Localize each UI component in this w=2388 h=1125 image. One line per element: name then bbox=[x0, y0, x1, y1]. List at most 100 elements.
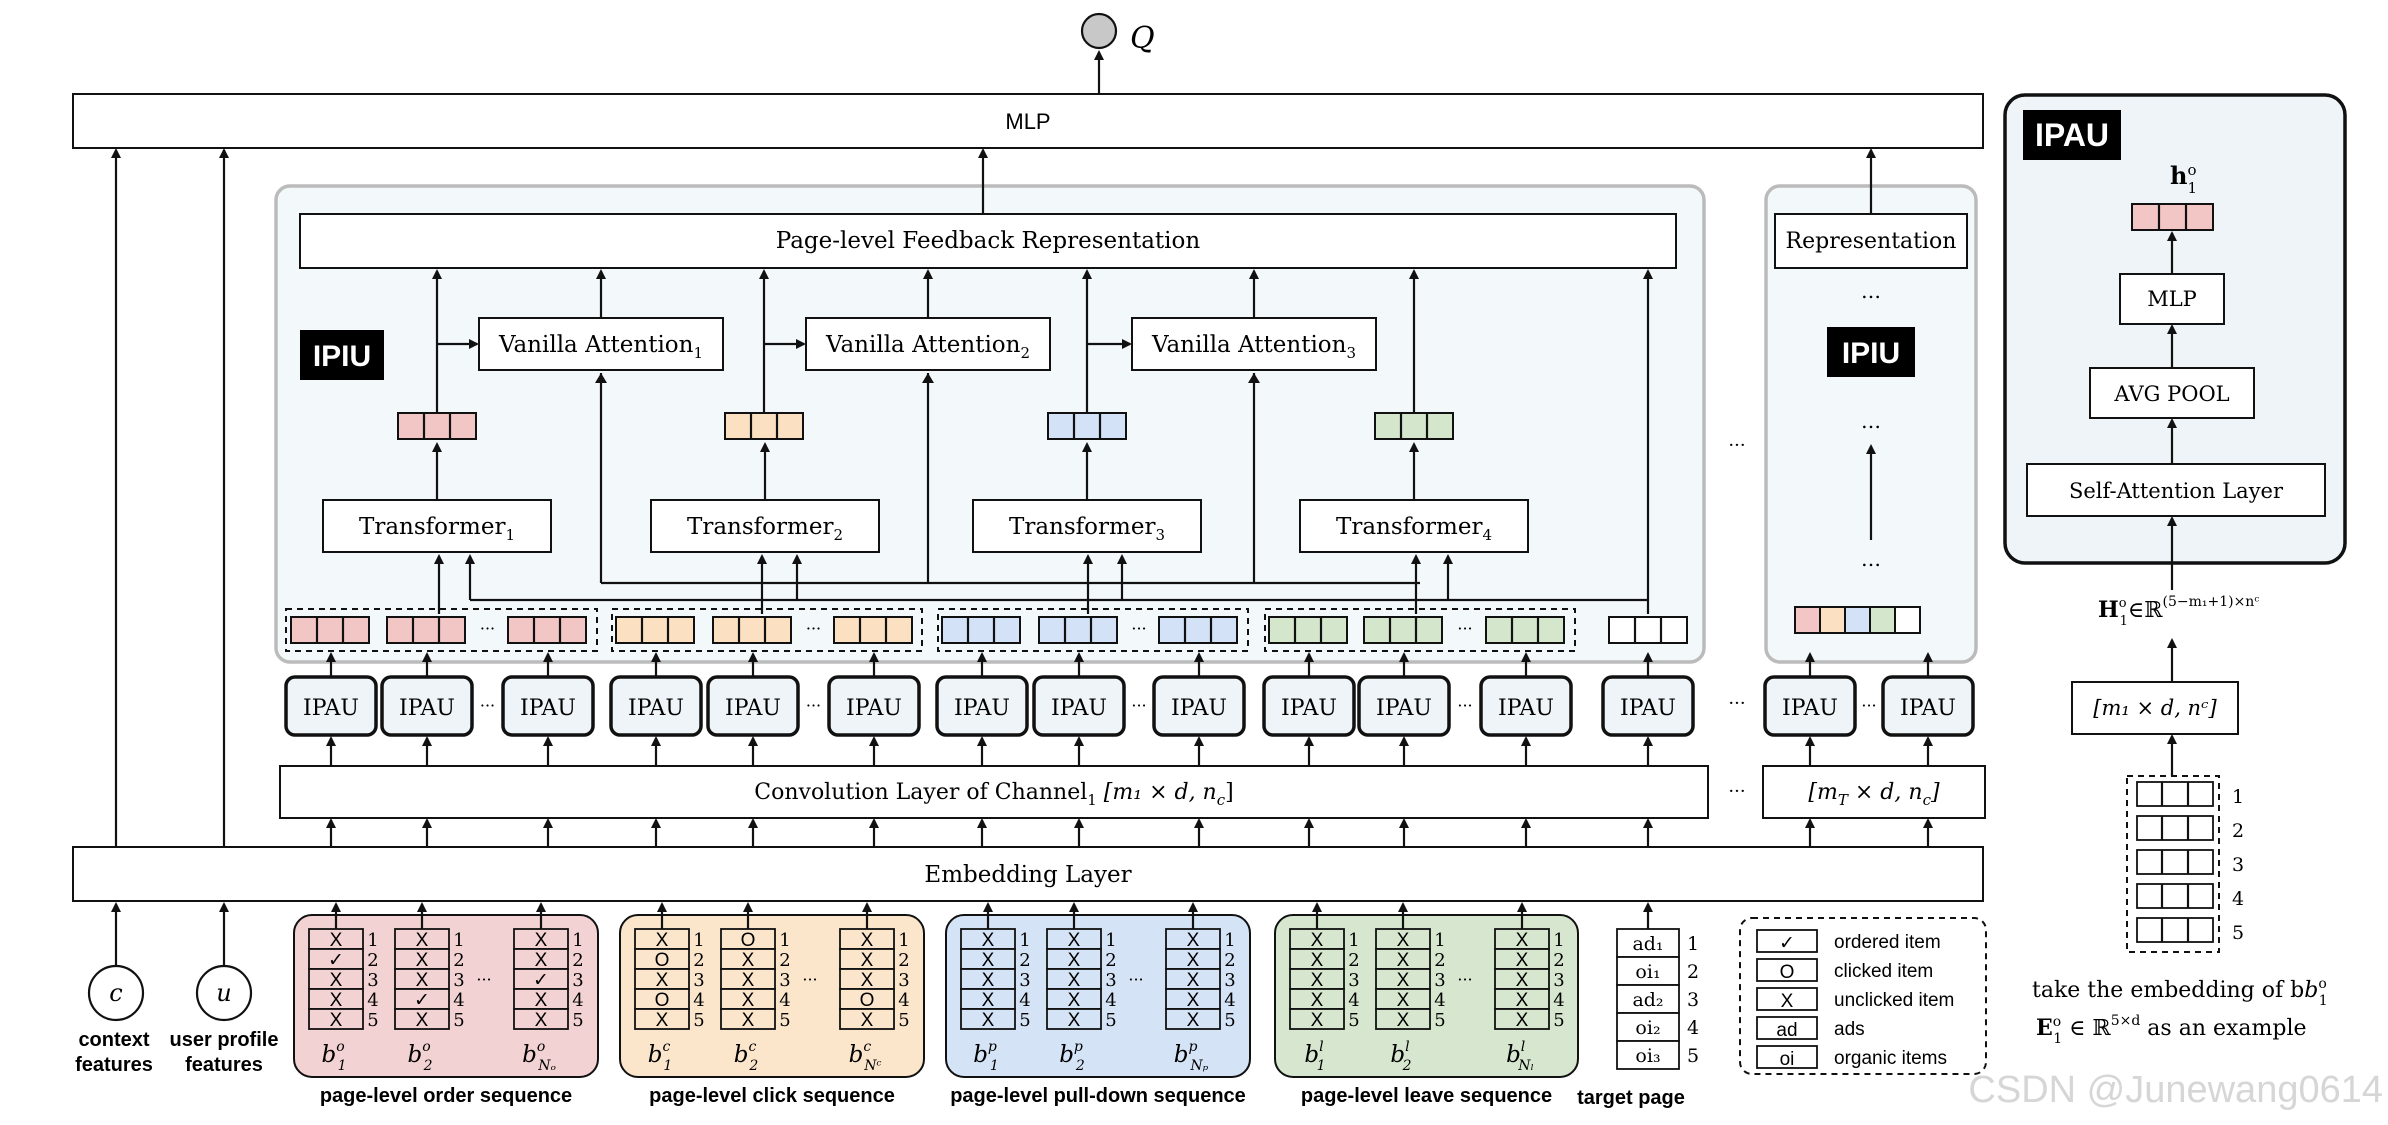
conv-layer-box bbox=[279, 765, 1709, 819]
row-number: 2 bbox=[1019, 950, 1030, 971]
ipau-dots-gap: ··· bbox=[1728, 693, 1745, 714]
sequence-cell-glyph: O bbox=[655, 990, 670, 1011]
ipau-dots: ··· bbox=[1861, 696, 1876, 715]
page-feedback-label: Page-level Feedback Representation bbox=[776, 228, 1201, 254]
context-label-2: features bbox=[75, 1054, 153, 1076]
sequence-cell-glyph: ✓ bbox=[414, 990, 430, 1011]
row-number: 4 bbox=[898, 990, 909, 1011]
legend-swatch bbox=[1756, 929, 1818, 953]
ipau-dots: ··· bbox=[1457, 696, 1472, 715]
row-number: 5 bbox=[1105, 1010, 1116, 1031]
row-number: 4 bbox=[453, 990, 464, 1011]
sequence-cell-glyph: O bbox=[741, 930, 756, 951]
transformer-label: Transformer3 bbox=[1009, 514, 1165, 544]
sequence-cell-glyph: X bbox=[1187, 930, 1200, 951]
row-number: 4 bbox=[693, 990, 704, 1011]
legend-glyph: X bbox=[1781, 991, 1794, 1012]
target-row-number: 3 bbox=[1687, 989, 1699, 1011]
row-number: 1 bbox=[453, 930, 464, 951]
ipau-unit-label: IPAU bbox=[628, 696, 684, 721]
row-number: 4 bbox=[1019, 990, 1030, 1011]
sequence-cell-glyph: X bbox=[1187, 950, 1200, 971]
conv-layer-t-label: [mT × d, nc] bbox=[1808, 780, 1940, 809]
ipau-unit-label: IPAU bbox=[1376, 696, 1432, 721]
embedding-row bbox=[2136, 917, 2214, 943]
sequence-label: page-level order sequence bbox=[320, 1085, 572, 1107]
legend-swatch bbox=[1756, 1016, 1818, 1040]
row-number: 2 bbox=[1224, 950, 1235, 971]
row-number: 3 bbox=[1553, 970, 1564, 991]
sequence-label: page-level pull-down sequence bbox=[950, 1085, 1246, 1107]
ipau-unit-label: IPAU bbox=[1498, 696, 1554, 721]
sequence-cell-glyph: X bbox=[416, 930, 429, 951]
sequence-cell-glyph: X bbox=[1516, 990, 1529, 1011]
sequence-cell-glyph: X bbox=[1397, 930, 1410, 951]
legend-text: unclicked item bbox=[1834, 990, 1954, 1011]
sequence-cell-glyph: X bbox=[1311, 930, 1324, 951]
sequence-cell-glyph: X bbox=[330, 930, 343, 951]
row-number: 5 bbox=[1553, 1010, 1564, 1031]
legend-swatch bbox=[1756, 987, 1818, 1011]
ipau-unit-label: IPAU bbox=[303, 696, 359, 721]
sequence-cell-glyph: X bbox=[861, 950, 874, 971]
target-item: oi₂ bbox=[1635, 1017, 1660, 1039]
ipau-unit-label: IPAU bbox=[399, 696, 455, 721]
group-dots: ··· bbox=[1457, 619, 1472, 638]
transformer-output-vector bbox=[1047, 412, 1127, 440]
row-number: 2 bbox=[367, 950, 378, 971]
group-dots: ··· bbox=[1131, 619, 1146, 638]
sequence-cell-glyph: X bbox=[1068, 950, 1081, 971]
sequence-cell-glyph: O bbox=[860, 990, 875, 1011]
sequence-cell-glyph: X bbox=[535, 930, 548, 951]
sequence-cell bbox=[513, 1008, 569, 1030]
sequence-cell-glyph: X bbox=[1311, 970, 1324, 991]
target-row-number: 4 bbox=[1687, 1017, 1699, 1039]
sequence-vector-group bbox=[937, 608, 1249, 652]
sequence-item-vector bbox=[507, 616, 587, 644]
sequence-cell-glyph: X bbox=[742, 950, 755, 971]
row-number: 4 bbox=[367, 990, 378, 1011]
target-item: ad₂ bbox=[1632, 989, 1663, 1011]
sequence-cell-glyph: X bbox=[982, 1010, 995, 1031]
attention-input-head bbox=[922, 373, 934, 383]
sequence-cell-glyph: X bbox=[982, 950, 995, 971]
sequence-cell-glyph: X bbox=[861, 1010, 874, 1031]
sequence-item-vector bbox=[290, 616, 370, 644]
ipau-unit-label: IPAU bbox=[846, 696, 902, 721]
target-page-label: target page bbox=[1577, 1087, 1685, 1109]
ipau-badge: IPAU bbox=[2035, 117, 2109, 153]
sequence-item-vector bbox=[1363, 616, 1443, 644]
conv-dots: ··· bbox=[1728, 781, 1745, 802]
sequence-cell bbox=[634, 1008, 690, 1030]
target-cell bbox=[1616, 956, 1680, 986]
legend-text: ads bbox=[1834, 1019, 1865, 1040]
row-number: 4 bbox=[572, 990, 583, 1011]
vanilla-attention-label: Vanilla Attention2 bbox=[825, 332, 1030, 362]
sequence-cell-glyph: O bbox=[655, 950, 670, 971]
legend-glyph: oi bbox=[1780, 1049, 1795, 1070]
sequence-cell-glyph: X bbox=[535, 1010, 548, 1031]
transformer-output-vector bbox=[1374, 412, 1454, 440]
vanilla-attention-box bbox=[1131, 317, 1377, 371]
row-number: 1 bbox=[1348, 930, 1359, 951]
row-number: 5 bbox=[572, 1010, 583, 1031]
row-number: 4 bbox=[1553, 990, 1564, 1011]
sequence-cell-glyph: X bbox=[535, 990, 548, 1011]
ipau-badge-bg bbox=[2023, 110, 2121, 160]
column-dots: ··· bbox=[476, 970, 491, 989]
sequence-cell-glyph: X bbox=[330, 970, 343, 991]
sequence-cell bbox=[1165, 1008, 1221, 1030]
sequence-cell-glyph: X bbox=[1397, 950, 1410, 971]
row-number: 3 bbox=[1348, 970, 1359, 991]
sequence-cell-glyph: X bbox=[1311, 950, 1324, 971]
sequence-item-vector bbox=[1038, 616, 1118, 644]
row-number: 4 bbox=[1224, 990, 1235, 1011]
ipau-dots: ··· bbox=[480, 696, 495, 715]
sequence-item-vector bbox=[941, 616, 1021, 644]
ipau-unit-label: IPAU bbox=[1281, 696, 1337, 721]
row-number: 1 bbox=[898, 930, 909, 951]
